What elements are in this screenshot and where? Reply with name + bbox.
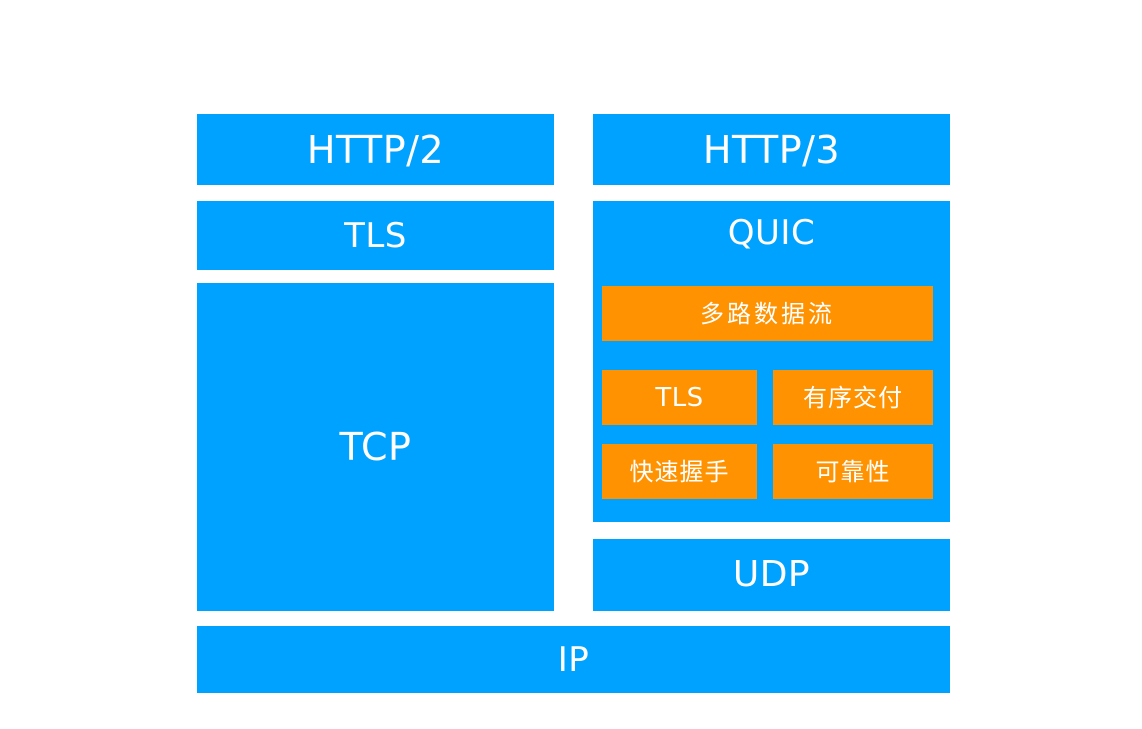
quic-feature-reliability: 可靠性 bbox=[773, 444, 933, 499]
quic-feature-tls: TLS bbox=[602, 370, 757, 425]
quic-feature-fast-handshake: 快速握手 bbox=[602, 444, 757, 499]
layer-box-http2: HTTP/2 bbox=[197, 114, 554, 185]
layer-box-tls-left: TLS bbox=[197, 201, 554, 270]
quic-feature-ordered-delivery: 有序交付 bbox=[773, 370, 933, 425]
layer-box-udp: UDP bbox=[593, 539, 950, 611]
quic-feature-multiplexed-streams: 多路数据流 bbox=[602, 286, 933, 341]
layer-box-ip: IP bbox=[197, 626, 950, 693]
quic-title-label: QUIC bbox=[727, 213, 816, 253]
layer-box-tcp: TCP bbox=[197, 283, 554, 611]
layer-box-http3: HTTP/3 bbox=[593, 114, 950, 185]
